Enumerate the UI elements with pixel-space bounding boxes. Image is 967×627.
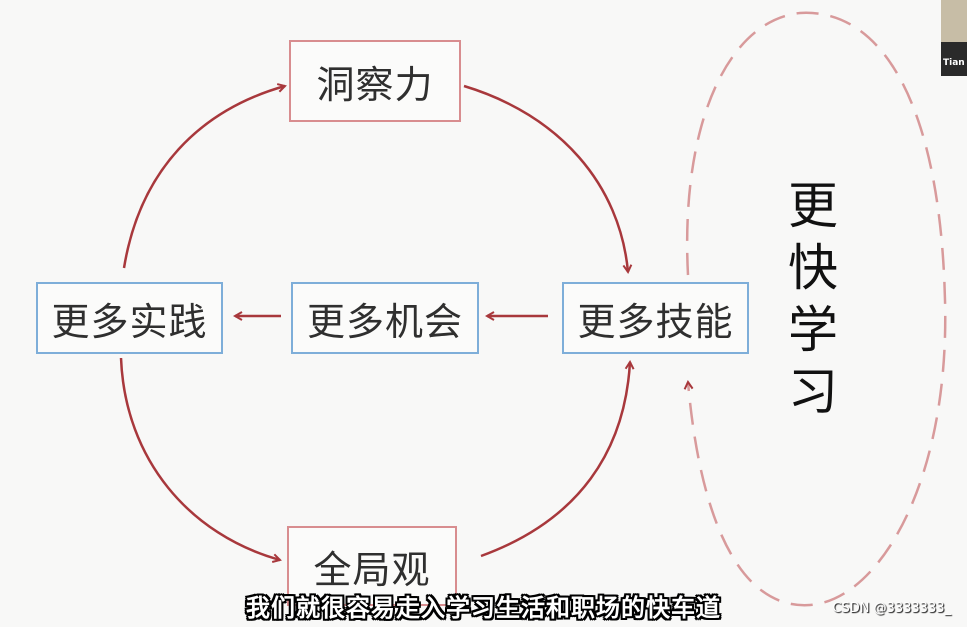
node-insight: 洞察力 (289, 40, 461, 122)
loop-label: 更 快 学 习 (778, 175, 848, 423)
dashed-loop (687, 11, 947, 607)
video-subtitle: 我们就很容易走入学习生活和职场的快车道 (246, 594, 721, 622)
arrow-practice-to-insight (122, 86, 285, 269)
node-opportunity: 更多机会 (291, 282, 479, 354)
loop-label-char: 学 (788, 301, 838, 359)
node-insight-label: 洞察力 (316, 62, 434, 107)
loop-label-char: 习 (788, 363, 838, 421)
arrow-insight-to-skills (463, 84, 628, 272)
node-practice: 更多实践 (36, 282, 223, 354)
loop-label-char: 更 (788, 177, 838, 235)
node-skills-label: 更多技能 (577, 299, 734, 344)
node-big-picture-label: 全局观 (313, 547, 431, 592)
node-big-picture: 全局观 (287, 526, 457, 606)
watermark: CSDN @3333333_ (832, 601, 951, 616)
node-skills: 更多技能 (562, 282, 749, 354)
loop-label-char: 快 (788, 239, 838, 297)
arrow-practice-to-bigpicture (119, 357, 280, 560)
node-opportunity-label: 更多机会 (306, 299, 463, 344)
presenter-avatar-label: Tian (943, 58, 965, 68)
node-practice-label: 更多实践 (51, 299, 208, 344)
presenter-avatar (941, 0, 967, 76)
arrow-bigpicture-to-skills (480, 362, 630, 558)
